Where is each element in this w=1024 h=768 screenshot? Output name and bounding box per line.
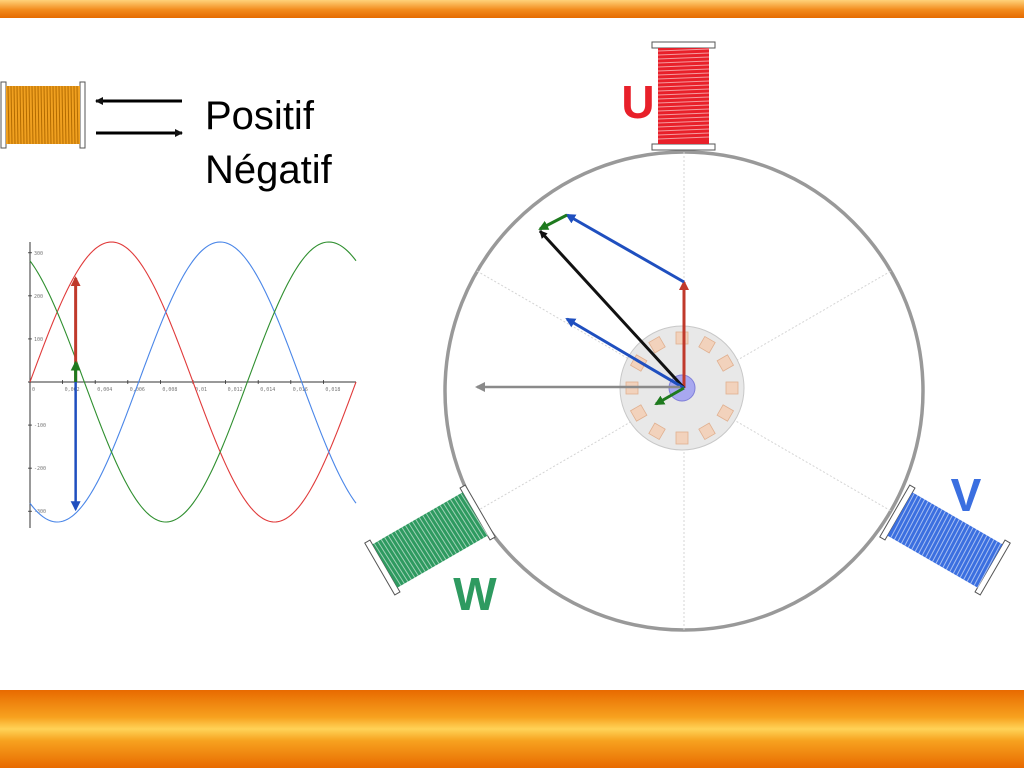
series-line-0: [29, 241, 357, 523]
rotor-magnet: [629, 404, 648, 422]
x-tick-label: 0,016: [293, 387, 308, 393]
coil-v: [879, 484, 1011, 596]
vector-v: [565, 317, 685, 390]
y-tick-label: -200: [34, 466, 46, 472]
y-tick-label: -300: [34, 509, 46, 515]
y-tick-label: -100: [34, 423, 46, 429]
x-tick-label: 0,012: [228, 387, 243, 393]
rotor-magnet: [716, 404, 735, 422]
coil-w: [364, 484, 496, 596]
rotor-magnet: [675, 431, 689, 445]
legend-coil: [0, 81, 86, 149]
x-tick-label: 0: [32, 387, 35, 393]
rotor-magnet: [698, 422, 716, 441]
vector-v-offset: [565, 213, 685, 284]
coil-u: [651, 41, 716, 151]
resultant-vector: [538, 229, 686, 390]
phase-chart: 0 0,002 0,004 0,006 0,008 0,01 0,012 0,014 0,016…: [28, 241, 357, 528]
rotor-magnet: [648, 422, 666, 441]
x-tick-label: 0,018: [325, 387, 340, 393]
x-tick-label: 0,004: [97, 387, 112, 393]
coil-u-label: U: [621, 76, 654, 128]
top-orange-bar: [0, 0, 1024, 18]
y-tick-label: 200: [34, 294, 43, 300]
series-line-1: [29, 241, 357, 523]
rotor-magnet: [698, 335, 716, 354]
x-tick-label: 0,01: [195, 387, 207, 393]
vector-w: [654, 386, 685, 406]
x-tick-label: 0,008: [162, 387, 177, 393]
rotor-magnet: [675, 331, 689, 345]
rotor-magnet: [725, 381, 739, 395]
series-line-2: [29, 241, 357, 523]
x-tick-label: 0,014: [260, 387, 275, 393]
rotor-magnet: [716, 354, 735, 372]
x-tick-label: 0,006: [130, 387, 145, 393]
x-tick-label: 0,002: [65, 387, 80, 393]
y-tick-label: 100: [34, 337, 43, 343]
rotor-magnet: [648, 335, 666, 354]
legend-positive-label: Positif: [205, 94, 314, 138]
bottom-orange-bar: [0, 690, 1024, 768]
y-tick-label: 300: [34, 251, 43, 257]
coil-v-label: V: [951, 469, 982, 521]
coil-w-label: W: [453, 568, 497, 620]
legend-negative-label: Négatif: [205, 148, 332, 192]
vector-w-offset: [538, 213, 568, 231]
